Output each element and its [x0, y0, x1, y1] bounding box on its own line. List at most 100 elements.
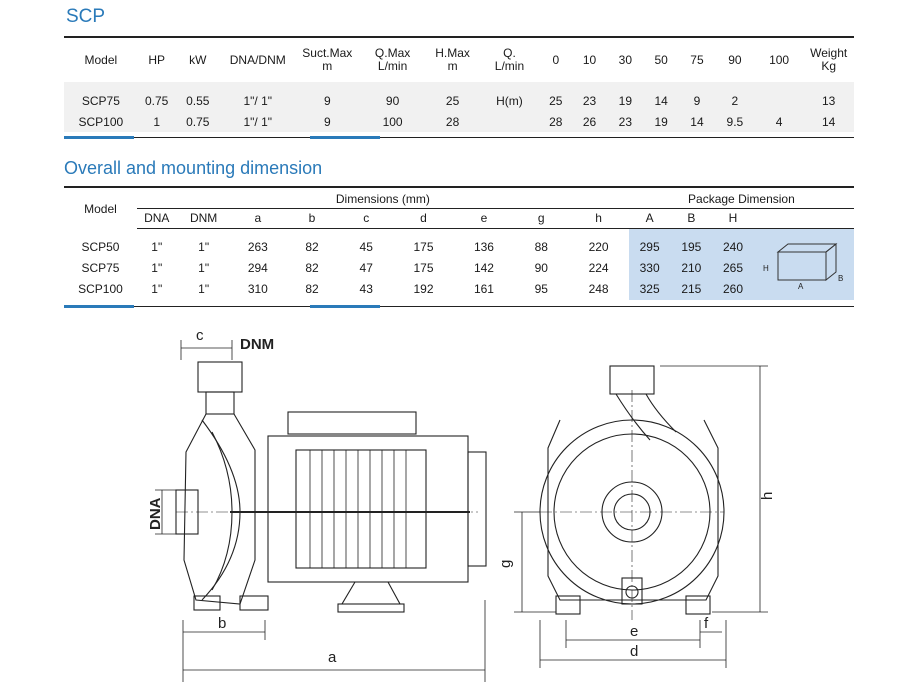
- dimensions-header: Dimensions (mm): [136, 190, 629, 209]
- table-cell: 310: [247, 282, 268, 296]
- table-cell: 294: [247, 261, 268, 275]
- dim-subheader-cell: a: [230, 208, 285, 229]
- section-title-scp: SCP: [66, 6, 106, 27]
- table-cell: 14: [643, 82, 680, 111]
- perf-header-cell: kW: [189, 52, 207, 67]
- table-cell: 161: [473, 282, 494, 296]
- table-cell: 90: [534, 261, 548, 275]
- table-cell: 82: [305, 240, 319, 254]
- table-cell: SCP75: [81, 261, 120, 275]
- table-cell: 295: [628, 228, 671, 258]
- label-g: g: [497, 560, 514, 568]
- package-subheader-cell: A: [628, 208, 671, 229]
- dim-subheader-cell: h: [568, 208, 629, 229]
- table-cell: [478, 111, 541, 132]
- perf-header-cell: Q. L/min: [494, 46, 525, 73]
- table-cell: 0.75: [175, 111, 220, 132]
- accent-bar: [64, 136, 134, 139]
- table-cell: 175: [413, 261, 434, 275]
- table-cell: 9: [295, 82, 359, 111]
- table-cell: 23: [607, 111, 644, 132]
- table-cell: 1"/ 1": [219, 111, 296, 132]
- package-box-cell: [753, 228, 854, 258]
- label-f: f: [704, 615, 709, 632]
- perf-header-cell: 30: [618, 52, 632, 67]
- label-c: c: [196, 327, 204, 344]
- table-cell: 263: [247, 240, 268, 254]
- accent-bar: [64, 305, 134, 308]
- package-header: Package Dimension: [628, 190, 854, 209]
- table-cell: 220: [588, 240, 609, 254]
- table-cell: 136: [473, 240, 494, 254]
- dim-subheader-cell: c: [339, 208, 394, 229]
- table-cell: 210: [670, 257, 713, 279]
- package-subheader-cell: B: [670, 208, 713, 229]
- perf-header-cell: Suct.Max m: [302, 46, 353, 73]
- table-cell: 9.5: [714, 111, 755, 132]
- table-cell: 325: [628, 278, 671, 300]
- perf-header-cell: Q.Max L/min: [374, 46, 411, 73]
- perf-header-cell: HP: [148, 52, 165, 67]
- table-cell: 330: [628, 257, 671, 279]
- label-b: b: [218, 615, 226, 632]
- table-cell: 19: [643, 111, 680, 132]
- table-cell: 1"/ 1": [219, 82, 296, 111]
- perf-header-cell: H.Max m: [435, 46, 470, 73]
- table-cell: 0.55: [175, 82, 220, 111]
- table-cell: 82: [305, 282, 319, 296]
- label-h: h: [759, 492, 776, 500]
- table-cell: H(m): [478, 82, 541, 111]
- table-cell: 43: [359, 282, 373, 296]
- table-cell: 90: [358, 82, 427, 111]
- package-spacer: [753, 208, 854, 229]
- perf-header-cell: 10: [582, 52, 597, 67]
- perf-header-cell: Weight Kg: [810, 46, 848, 73]
- top-rule: [64, 36, 854, 38]
- table-cell: 25: [426, 82, 479, 111]
- accent-bar: [310, 305, 380, 308]
- perf-bottom-rule: [64, 137, 854, 138]
- side-dimension-lines: [155, 340, 486, 682]
- table-cell: 142: [473, 261, 494, 275]
- dim-subheader-cell: b: [284, 208, 340, 229]
- dim-top-rule: [64, 186, 854, 188]
- table-cell: 192: [413, 282, 434, 296]
- dimension-table: Model Dimensions (mm) Package Dimension …: [64, 190, 854, 300]
- table-cell: 25: [540, 82, 572, 111]
- pump-side-view: [175, 361, 487, 613]
- label-a: a: [328, 649, 337, 666]
- table-cell: 14: [679, 111, 715, 132]
- table-cell: 265: [712, 257, 754, 279]
- model-header: Model: [84, 202, 117, 216]
- table-cell: 2: [714, 82, 755, 111]
- table-cell: 260: [712, 278, 754, 300]
- table-cell: 224: [588, 261, 609, 275]
- table-cell: 14: [803, 111, 854, 132]
- table-cell: SCP75: [64, 82, 138, 111]
- dim-subheader-cell: d: [393, 208, 454, 229]
- accent-bar: [310, 136, 380, 139]
- table-cell: 9: [295, 111, 359, 132]
- table-cell: 95: [534, 282, 548, 296]
- perf-header-cell: 90: [728, 52, 742, 67]
- dim-bottom-rule: [64, 306, 854, 307]
- section-title-dimensions: Overall and mounting dimension: [64, 158, 323, 178]
- perf-header-cell: 75: [690, 52, 704, 67]
- package-box-cell: [753, 278, 854, 300]
- table-cell: 1": [151, 261, 163, 275]
- label-dnm: DNM: [240, 336, 274, 353]
- perf-header-cell: 50: [654, 52, 668, 67]
- table-cell: 175: [413, 240, 434, 254]
- label-d: d: [630, 643, 638, 660]
- table-cell: 1: [137, 111, 176, 132]
- table-cell: SCP100: [64, 111, 138, 132]
- table-cell: 240: [712, 228, 754, 258]
- table-cell: 9: [679, 82, 715, 111]
